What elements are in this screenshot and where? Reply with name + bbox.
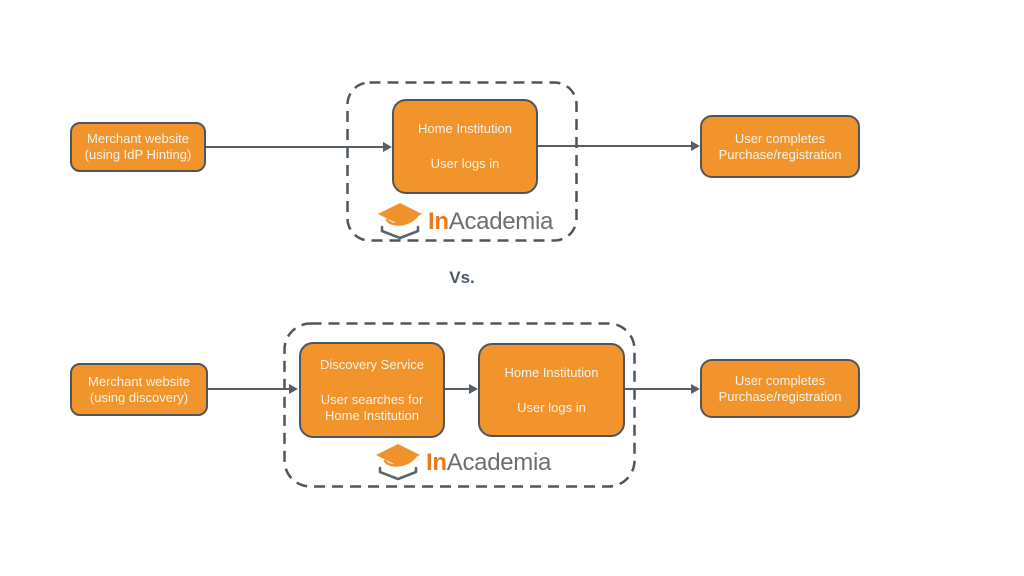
logo-text-in: In	[428, 208, 449, 235]
inacademia-wordmark: InAcademia	[426, 449, 551, 477]
box-text-line: Purchase/registration	[718, 388, 842, 404]
inacademia-logo-bottom: InAcademia	[375, 443, 551, 483]
box-text-line: (using discovery)	[89, 389, 189, 405]
box-text-line: Merchant website	[87, 131, 189, 146]
box-text-line: Discovery Service	[319, 356, 425, 372]
discovery-service-box: Discovery Service User searches for Home…	[299, 342, 445, 438]
graduation-cap-open-book-icon	[378, 203, 422, 240]
inacademia-logo-top: InAcademia	[377, 202, 553, 242]
arrow-home-to-outcome-top	[538, 141, 700, 151]
box-text-line: User logs in	[430, 156, 500, 171]
box-text-line: Home Institution	[418, 121, 512, 136]
box-text-line: User logs in	[517, 399, 586, 415]
box-text-line: Merchant website	[88, 373, 190, 389]
user-completes-purchase-box-bottom: User completes Purchase/registration	[700, 359, 860, 418]
inacademia-wordmark: InAcademia	[428, 208, 553, 236]
home-institution-box-bottom: Home Institution User logs in	[478, 343, 625, 437]
box-text-line: Purchase/registration	[718, 146, 842, 162]
arrow-discovery-to-home	[445, 384, 478, 394]
merchant-website-discovery-box: Merchant website (using discovery)	[70, 363, 208, 416]
box-text-line: User completes	[734, 130, 826, 146]
home-institution-box-top: Home Institution User logs in	[392, 99, 538, 194]
box-text-line: User searches for	[320, 391, 424, 407]
user-completes-purchase-box-top: User completes Purchase/registration	[700, 115, 860, 178]
box-text-line: Home Institution	[325, 407, 419, 423]
arrow-merchant-to-home-top	[206, 142, 392, 152]
inacademia-boundary-bottom	[283, 322, 636, 488]
merchant-website-idp-hinting-box: Merchant website (using IdP Hinting)	[70, 122, 206, 172]
inacademia-boundary-top	[346, 81, 578, 242]
box-text-line: (using IdP Hinting)	[84, 147, 192, 162]
graduation-cap-open-book-icon	[376, 444, 420, 481]
box-text-block: User searches for Home Institution	[307, 392, 437, 424]
logo-text-in: In	[426, 449, 447, 476]
arrow-home-to-outcome-bottom	[625, 384, 700, 394]
box-text-line: User completes	[734, 372, 826, 388]
arrow-merchant-to-discovery	[208, 384, 298, 394]
logo-text-academia: Academia	[446, 449, 552, 476]
vs-label: Vs.	[449, 268, 475, 287]
logo-text-academia: Academia	[448, 208, 554, 235]
box-text-line: Home Institution	[504, 364, 599, 380]
